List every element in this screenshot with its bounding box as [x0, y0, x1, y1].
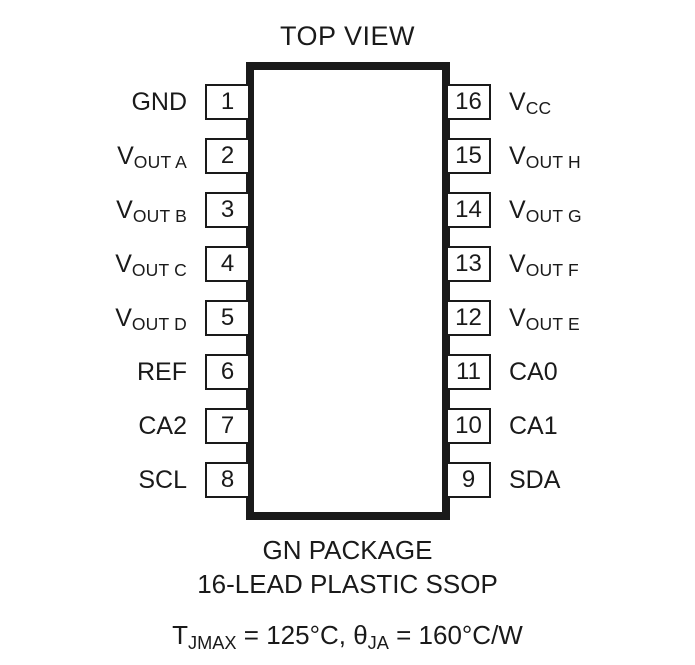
pin-label-15: VOUT H	[509, 141, 581, 173]
pin-row: VOUT C 4	[0, 246, 250, 282]
pin-box-10: 10	[446, 408, 491, 444]
thermal-theta-subscript: JA	[367, 632, 389, 653]
pin-box-13: 13	[446, 246, 491, 282]
pin-box-15: 15	[446, 138, 491, 174]
pin-label-5: VOUT D	[115, 303, 187, 335]
pin-label-subscript: OUT A	[133, 152, 187, 173]
pin-row: VOUT A 2	[0, 138, 250, 174]
pin-label-13: VOUT F	[509, 249, 579, 281]
pin-label-subscript: OUT G	[525, 206, 582, 227]
pin-label-9: SDA	[509, 465, 561, 494]
pin-label-subscript: OUT F	[525, 260, 579, 281]
pin-box-12: 12	[446, 300, 491, 336]
package-description-caption: 16-LEAD PLASTIC SSOP	[197, 569, 498, 599]
pin-row: GND 1	[0, 84, 250, 120]
pin-label-subscript: OUT H	[525, 152, 581, 173]
pin-box-5: 5	[205, 300, 250, 336]
pin-row: SCL 8	[0, 462, 250, 498]
page-title: TOP VIEW	[279, 21, 416, 51]
pin-label-1: GND	[131, 87, 187, 116]
pin-box-3: 3	[205, 192, 250, 228]
pin-box-7: 7	[205, 408, 250, 444]
pin-label-11: CA0	[509, 357, 558, 386]
pin-row: 13 VOUT F	[446, 246, 695, 282]
pin-row: CA2 7	[0, 408, 250, 444]
pin-label-12: VOUT E	[509, 303, 580, 335]
pin-box-1: 1	[205, 84, 250, 120]
pin-row: VOUT D 5	[0, 300, 250, 336]
pin-label-8: SCL	[138, 465, 187, 494]
pin-box-6: 6	[205, 354, 250, 390]
pin-box-9: 9	[446, 462, 491, 498]
pin-label-14: VOUT G	[509, 195, 582, 227]
pin-label-subscript: OUT D	[131, 314, 187, 335]
pin-row: 15 VOUT H	[446, 138, 695, 174]
pin-box-2: 2	[205, 138, 250, 174]
pin-row: 14 VOUT G	[446, 192, 695, 228]
pin-box-14: 14	[446, 192, 491, 228]
pin-label-3: VOUT B	[116, 195, 187, 227]
package-name-caption: GN PACKAGE	[262, 535, 433, 565]
pin-box-16: 16	[446, 84, 491, 120]
pin-label-subscript: OUT B	[132, 206, 187, 227]
pin-label-subscript: CC	[525, 98, 552, 119]
pin-row: 9 SDA	[446, 462, 695, 498]
pin-box-8: 8	[205, 462, 250, 498]
pin-row: REF 6	[0, 354, 250, 390]
pin-label-subscript: OUT C	[131, 260, 187, 281]
pin-label-6: REF	[137, 357, 187, 386]
pin-box-11: 11	[446, 354, 491, 390]
thermal-tjmax-subscript: JMAX	[188, 632, 237, 653]
pin-label-7: CA2	[138, 411, 187, 440]
pin-label-10: CA1	[509, 411, 558, 440]
thermal-spec-caption: TJMAX = 125°C, θJA = 160°C/W	[0, 620, 695, 653]
thermal-middle-text: = 125°C, θ	[236, 620, 368, 650]
pin-label-16: VCC	[509, 87, 552, 119]
pin-row: 11 CA0	[446, 354, 695, 390]
pin-label-2: VOUT A	[117, 141, 187, 173]
pin-row: 16 VCC	[446, 84, 695, 120]
pin-row: VOUT B 3	[0, 192, 250, 228]
pin-label-4: VOUT C	[115, 249, 187, 281]
pin-row: 12 VOUT E	[446, 300, 695, 336]
thermal-suffix-text: = 160°C/W	[388, 620, 523, 650]
pin-box-4: 4	[205, 246, 250, 282]
thermal-tjmax-symbol: T	[172, 620, 189, 650]
pin-row: 10 CA1	[446, 408, 695, 444]
package-body-outline	[246, 62, 450, 520]
pin-label-subscript: OUT E	[525, 314, 580, 335]
